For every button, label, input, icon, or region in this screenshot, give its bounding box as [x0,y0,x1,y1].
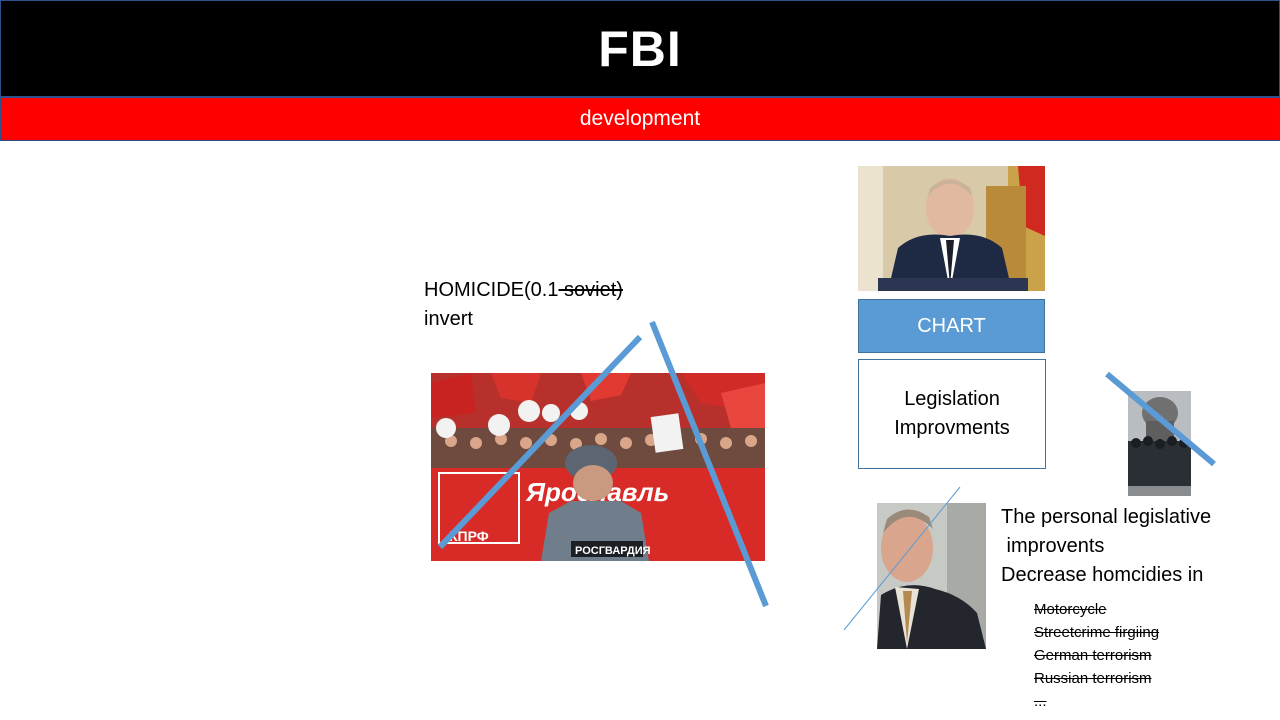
homicide-textbox[interactable]: HOMICIDE(0.1 soviet) invert [424,276,623,334]
protest-photo[interactable]: КПРФ Ярославль РОСГВАРДИЯ [431,373,765,561]
banner-left-text: КПРФ [449,528,489,544]
subtitle-bar: development [0,97,1280,141]
title-bar: FBI [0,0,1280,97]
personal-line-1: The personal legislative [1001,506,1212,528]
page-subtitle: development [579,107,701,130]
page-title: FBI [598,20,682,77]
homicide-struck-text: soviet) [558,279,623,301]
legislation-line-2: Improvments [894,417,1010,439]
police-photo-art [1128,391,1191,496]
legislation-line-1: Legislation [904,388,1000,410]
personal-line-2: improvents [1001,535,1105,557]
legislation-box[interactable]: Legislation Improvments [858,359,1046,469]
homicide-prefix: HOMICIDE(0.1 [424,279,559,301]
homicide-line-2: invert [424,308,473,330]
personal-legislative-text[interactable]: The personal legislative improvents Decr… [1001,503,1211,590]
personal-line-3: Decrease homcidies in [1001,564,1204,586]
struck-list-item: ... [1034,693,1047,710]
police-photo[interactable] [1128,391,1191,496]
protest-photo-art: КПРФ Ярославль РОСГВАРДИЯ [431,373,765,561]
man-photo-art [877,503,986,649]
struck-list-item: German terrorism [1034,647,1152,664]
portrait-photo-art [858,166,1045,291]
patch-text: РОСГВАРДИЯ [575,545,651,557]
chart-button-label: CHART [917,314,986,337]
struck-list-item: Streetcrime firgiing [1034,624,1160,641]
man-photo[interactable] [877,503,986,649]
struck-list-item: Motorcycle [1034,601,1107,618]
struck-list-item: Russian terrorism [1034,670,1152,687]
chart-button[interactable]: CHART [858,299,1045,353]
struck-homicide-list: Motorcycle Streetcrime firgiing German t… [1034,598,1159,713]
homicide-line-1: HOMICIDE(0.1 soviet) [424,276,623,305]
portrait-photo[interactable] [858,166,1045,291]
